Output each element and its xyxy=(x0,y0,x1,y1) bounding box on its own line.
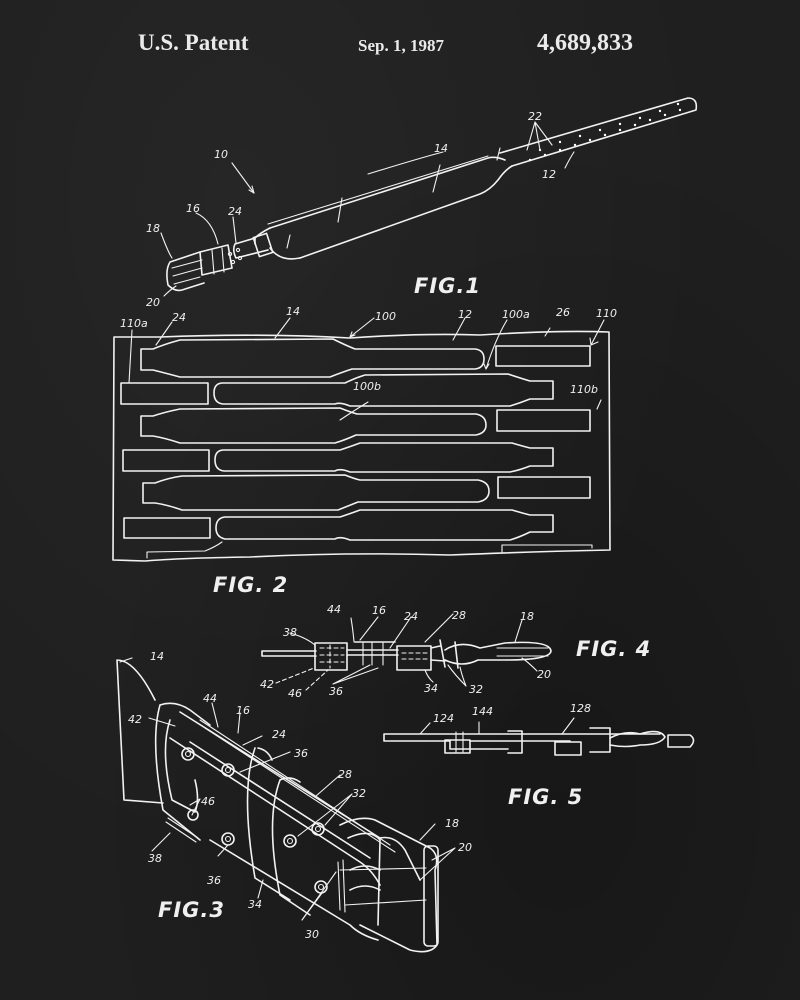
fig1-label-20: 20 xyxy=(146,296,160,309)
fig3-caption: FIG.3 xyxy=(158,898,225,922)
fig3-label-36-top: 36 xyxy=(294,747,308,760)
fig4-label-36: 36 xyxy=(329,685,343,698)
fig4-label-38: 38 xyxy=(283,626,297,639)
fig3-label-16: 16 xyxy=(236,704,250,717)
fig1-label-12: 12 xyxy=(542,168,556,181)
fig3-perspective-drawing xyxy=(116,657,456,953)
fig3-label-28: 28 xyxy=(338,768,352,781)
fig3-label-44: 44 xyxy=(203,692,217,705)
fig1-labels: 10 14 22 12 16 24 18 20 FIG.1 xyxy=(146,110,556,309)
fig3-label-32: 32 xyxy=(352,787,366,800)
fig2-label-24: 24 xyxy=(172,311,186,324)
fig2-label-100: 100 xyxy=(375,310,396,323)
fig3-label-46: 46 xyxy=(201,795,215,808)
fig1-label-22: 22 xyxy=(528,110,542,123)
patent-number: 4,689,833 xyxy=(537,30,633,56)
fig5-labels: 124 144 128 FIG. 5 xyxy=(433,702,591,809)
fig4-label-46: 46 xyxy=(288,687,302,700)
fig2-layout-drawing xyxy=(112,317,611,562)
fig2-label-12: 12 xyxy=(458,308,472,321)
fig1-label-14: 14 xyxy=(434,142,448,155)
fig3-label-24: 24 xyxy=(272,728,286,741)
fig4-label-18: 18 xyxy=(520,610,534,623)
fig5-label-128: 128 xyxy=(570,702,591,715)
fig4-label-28: 28 xyxy=(452,609,466,622)
fig3-label-14: 14 xyxy=(150,650,164,663)
fig3-label-34: 34 xyxy=(248,898,262,911)
fig1-belt-drawing xyxy=(160,97,698,297)
fig3-label-18: 18 xyxy=(445,817,459,830)
fig2-label-110: 110 xyxy=(596,307,617,320)
fig3-label-38: 38 xyxy=(148,852,162,865)
fig3-label-30: 30 xyxy=(305,928,319,941)
fig4-labels: 44 16 24 28 38 18 42 46 36 34 32 20 FIG.… xyxy=(260,603,651,700)
fig5-side-view-drawing xyxy=(383,717,695,756)
fig2-label-26: 26 xyxy=(556,306,570,319)
fig4-label-44: 44 xyxy=(327,603,341,616)
fig4-caption: FIG. 4 xyxy=(576,637,651,661)
fig4-label-24: 24 xyxy=(404,610,418,623)
fig1-label-16: 16 xyxy=(186,202,200,215)
fig2-label-110a: 110a xyxy=(120,317,148,330)
fig4-side-view-drawing xyxy=(261,613,552,691)
fig3-label-36-bottom: 36 xyxy=(207,874,221,887)
patent-title: U.S. Patent xyxy=(138,30,249,55)
fig4-label-32: 32 xyxy=(469,683,483,696)
fig5-label-144: 144 xyxy=(472,705,493,718)
fig2-label-100b: 100b xyxy=(353,380,381,393)
fig3-label-20: 20 xyxy=(458,841,472,854)
fig4-label-42: 42 xyxy=(260,678,274,691)
fig2-label-14: 14 xyxy=(286,305,300,318)
fig2-labels: 110a 24 14 100 12 100a 26 110 100b 110b … xyxy=(120,305,617,597)
fig2-label-100a: 100a xyxy=(502,308,530,321)
fig5-caption: FIG. 5 xyxy=(508,785,583,809)
fig2-caption: FIG. 2 xyxy=(213,573,288,597)
fig1-holes xyxy=(528,102,682,162)
fig1-label-24: 24 xyxy=(228,205,242,218)
fig3-labels: 14 44 16 42 24 36 28 32 46 18 20 38 36 3… xyxy=(128,650,472,941)
fig3-label-42: 42 xyxy=(128,713,142,726)
fig1-caption: FIG.1 xyxy=(414,274,481,298)
fig4-label-34: 34 xyxy=(424,682,438,695)
patent-date: Sep. 1, 1987 xyxy=(358,36,444,55)
fig1-label-18: 18 xyxy=(146,222,160,235)
fig1-label-10: 10 xyxy=(214,148,228,161)
fig5-label-124: 124 xyxy=(433,712,454,725)
fig2-label-110b: 110b xyxy=(570,383,598,396)
fig4-label-20: 20 xyxy=(537,668,551,681)
fig4-label-16: 16 xyxy=(372,604,386,617)
